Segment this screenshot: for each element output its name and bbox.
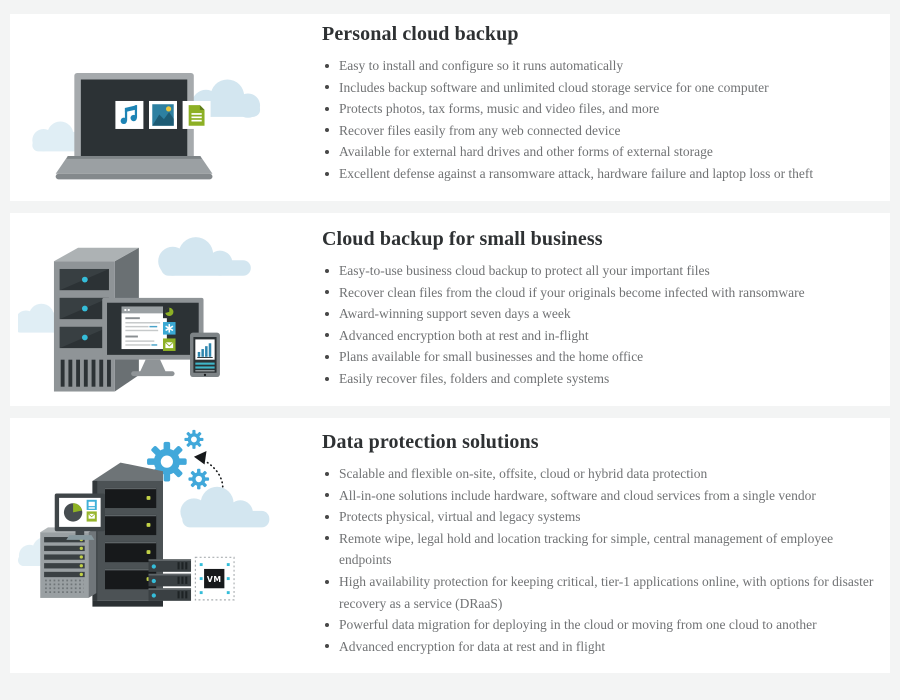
small-business-illustration <box>10 213 316 406</box>
envelope-icon <box>163 338 176 351</box>
rack-server-icon <box>148 559 192 601</box>
gear-icon <box>147 441 187 482</box>
section-title: Data protection solutions <box>322 431 539 453</box>
bullet-item: Recover clean files from the cloud if yo… <box>322 282 876 304</box>
bullet-item: Remote wipe, legal hold and location tra… <box>322 528 876 571</box>
bullet-item: Includes backup software and unlimited c… <box>322 77 876 99</box>
gear-icon <box>184 429 204 449</box>
cloud-icon <box>180 486 270 528</box>
bullet-item: Plans available for small businesses and… <box>322 346 876 368</box>
vm-label: VM <box>207 575 222 584</box>
section-title: Cloud backup for small business <box>322 228 603 250</box>
gear-icon <box>188 468 210 490</box>
bullet-list: Scalable and flexible on-site, offsite, … <box>322 463 876 657</box>
bullet-item: Available for external hard drives and o… <box>322 141 876 163</box>
bullet-item: Recover files easily from any web connec… <box>322 120 876 142</box>
bullet-item: Protects physical, virtual and legacy sy… <box>322 506 876 528</box>
bullet-item: High availability protection for keeping… <box>322 571 876 614</box>
bullet-item: Easy to install and configure so it runs… <box>322 55 876 77</box>
vm-box-icon: VM <box>194 556 235 601</box>
bullet-item: Powerful data migration for deploying in… <box>322 614 876 636</box>
section-content: Data protection solutions Scalable and f… <box>316 418 890 673</box>
data-protection-illustration: VM <box>10 418 316 673</box>
section-content: Cloud backup for small business Easy-to-… <box>316 213 890 406</box>
bullet-item: Award-winning support seven days a week <box>322 303 876 325</box>
bullet-item: Advanced encryption both at rest and in-… <box>322 325 876 347</box>
photo-tile-icon <box>86 499 97 510</box>
photo-icon <box>149 100 177 129</box>
document-icon <box>182 100 211 129</box>
data-center-illustration-svg: VM <box>18 429 270 607</box>
cloud-icon <box>158 237 251 276</box>
bullet-item: Easily recover files, folders and comple… <box>322 368 876 390</box>
laptop-illustration-svg <box>32 72 261 180</box>
section-small-business-backup: Cloud backup for small business Easy-to-… <box>10 213 890 406</box>
bullet-item: Excellent defense against a ransomware a… <box>322 163 876 185</box>
pie-chart-icon <box>163 305 176 319</box>
monitor-document-icon <box>102 297 204 377</box>
music-note-icon <box>115 100 144 129</box>
bullet-item: Scalable and flexible on-site, offsite, … <box>322 463 876 485</box>
snowflake-icon <box>163 322 176 335</box>
section-personal-cloud-backup: Personal cloud backup Easy to install an… <box>10 14 890 201</box>
bullet-item: All-in-one solutions include hardware, s… <box>322 485 876 507</box>
server-tower-icon <box>40 527 97 598</box>
section-content: Personal cloud backup Easy to install an… <box>316 14 890 201</box>
pie-chart-monitor-icon <box>54 493 105 540</box>
section-title: Personal cloud backup <box>322 23 519 45</box>
envelope-tile-icon <box>86 511 97 522</box>
personal-backup-illustration <box>10 14 316 201</box>
bullet-item: Easy-to-use business cloud backup to pro… <box>322 260 876 282</box>
bullet-list: Easy-to-use business cloud backup to pro… <box>322 260 876 390</box>
section-data-protection: VM Data protection solutions Scalable an… <box>10 418 890 674</box>
server-monitor-illustration-svg <box>18 237 251 392</box>
laptop-base <box>55 156 213 180</box>
bullet-list: Easy to install and configure so it runs… <box>322 55 876 185</box>
bullet-item: Advanced encryption for data at rest and… <box>322 636 876 658</box>
bullet-item: Protects photos, tax forms, music and vi… <box>322 98 876 120</box>
tablet-bar-chart-icon <box>190 332 220 378</box>
